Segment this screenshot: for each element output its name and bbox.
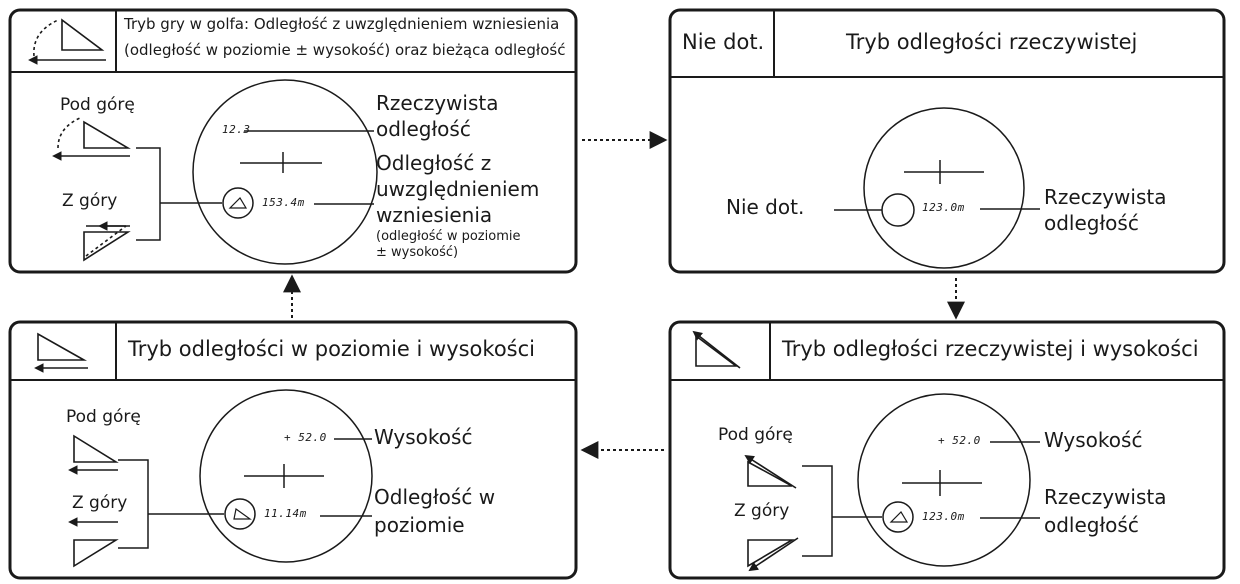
label-slope-note-2: ± wysokość) — [376, 245, 459, 260]
lcd-horizontal-distance: 11.14m — [264, 507, 307, 520]
uphill-label: Pod górę — [66, 407, 141, 427]
golf-header-line1: Tryb gry w golfa: Odległość z uwzględnie… — [124, 15, 560, 33]
label-slope-3: wzniesienia — [376, 203, 493, 227]
label-horizontal-1: Odległość w — [374, 485, 496, 509]
label-actual-1: Rzeczywista — [1044, 485, 1167, 509]
uphill-icon — [68, 434, 119, 475]
label-slope-note-1: (odległość w poziomie — [376, 229, 521, 244]
actual-header-left: Nie dot. — [682, 30, 765, 54]
panel-horizontal-frame — [8, 320, 578, 580]
uphill-label: Pod górę — [718, 425, 793, 445]
actual-height-header-title: Tryb odległości rzeczywistej i wysokości — [782, 337, 1199, 361]
reticle — [240, 152, 322, 173]
reticle — [904, 160, 984, 184]
reticle — [902, 470, 982, 496]
viewfinder-circle — [857, 393, 1031, 567]
label-horizontal-2: poziomie — [374, 513, 465, 537]
uphill-icon — [52, 117, 131, 161]
label-height: Wysokość — [1044, 428, 1143, 452]
actual-height-mode-icon — [692, 330, 741, 369]
downhill-label: Z góry — [734, 501, 790, 521]
golf-mode-badge — [222, 187, 254, 219]
downhill-icon — [68, 517, 119, 568]
viewfinder-circle — [863, 107, 1025, 269]
na-mode-badge — [881, 193, 915, 227]
lcd-height: + 52.0 — [284, 431, 327, 444]
panel-actual-frame — [668, 8, 1226, 274]
label-slope-2: uwzględnieniem — [376, 177, 540, 201]
lcd-actual-distance: 123.0m — [922, 510, 965, 523]
golf-header-line2: (odległość w poziomie ± wysokość) oraz b… — [124, 41, 566, 59]
actual-header-title: Tryb odległości rzeczywistej — [846, 30, 1138, 54]
label-actual-2: odległość — [376, 117, 471, 141]
lcd-actual-distance: 123.0m — [922, 201, 965, 214]
downhill-label: Z góry — [62, 191, 118, 211]
label-actual-2: odległość — [1044, 513, 1139, 537]
label-actual-2: odległość — [1044, 211, 1139, 235]
golf-mode-icon — [28, 18, 106, 65]
label-actual-1: Rzeczywista — [1044, 185, 1167, 209]
panel-golf-frame — [8, 8, 578, 274]
label-actual-1: Rzeczywista — [376, 91, 499, 115]
horizontal-mode-icon — [34, 332, 88, 373]
label-height: Wysokość — [374, 425, 473, 449]
uphill-icon — [744, 454, 797, 489]
reticle — [244, 464, 324, 488]
viewfinder-circle — [199, 389, 373, 563]
lcd-slope-distance: 153.4m — [262, 196, 305, 209]
downhill-icon — [747, 537, 799, 572]
uphill-label: Pod górę — [60, 95, 135, 115]
viewfinder-circle — [192, 79, 378, 265]
lcd-actual-distance: 12.3 — [222, 123, 251, 136]
horizontal-header-title: Tryb odległości w poziomie i wysokości — [128, 337, 535, 361]
horizontal-mode-badge — [224, 498, 256, 530]
panel-actual-height-frame — [668, 320, 1226, 580]
lcd-height: + 52.0 — [938, 434, 981, 447]
downhill-label: Z góry — [72, 493, 128, 513]
label-na: Nie dot. — [726, 195, 805, 219]
downhill-icon — [83, 221, 131, 262]
label-slope-1: Odległość z — [376, 151, 492, 175]
actual-height-mode-badge — [882, 501, 914, 533]
